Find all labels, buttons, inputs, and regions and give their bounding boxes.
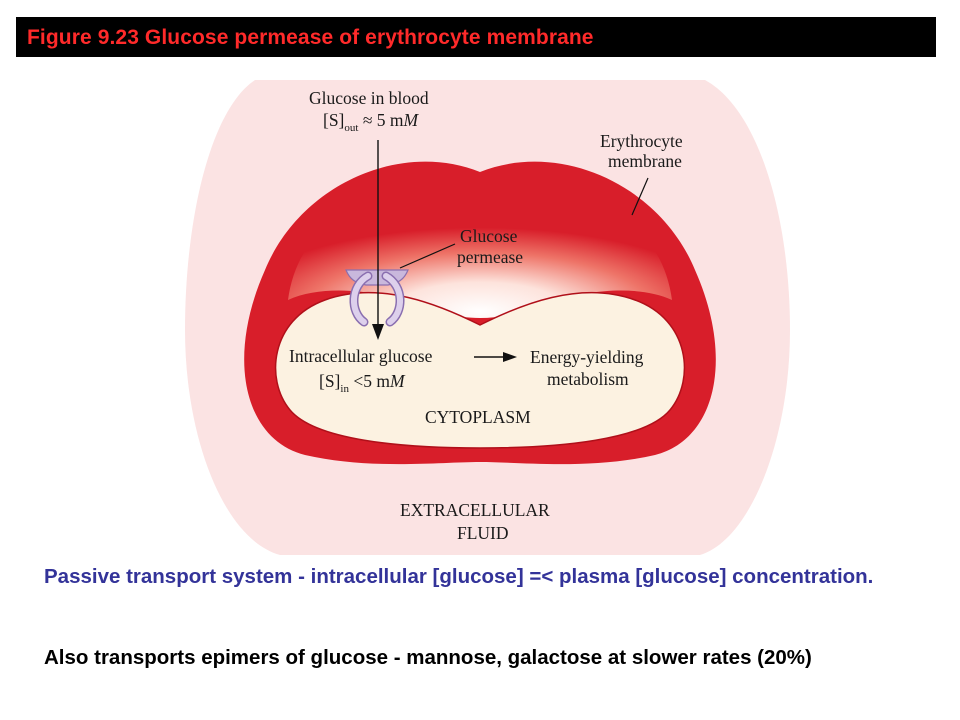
label-s-in: [S]in <5 mM <box>319 371 406 395</box>
label-glucose-in-blood: Glucose in blood <box>309 88 429 108</box>
label-intracellular-glucose: Intracellular glucose <box>289 346 433 366</box>
permease-leader-line <box>399 243 456 269</box>
title-bar: Figure 9.23 Glucose permease of erythroc… <box>16 17 936 57</box>
label-s-out: [S]out ≈ 5 mM <box>323 110 420 134</box>
label-cytoplasm: CYTOPLASM <box>425 407 531 427</box>
figure-title: Figure 9.23 Glucose permease of erythroc… <box>27 26 594 49</box>
label-permease: permease <box>457 247 523 267</box>
caption-passive-transport: Passive transport system - intracellular… <box>44 565 874 588</box>
membrane-top-surface <box>288 188 672 318</box>
label-erythrocyte: Erythrocyte <box>600 131 683 151</box>
membrane-leader-line <box>631 177 649 216</box>
glucose-entry-arrowhead <box>372 324 384 340</box>
label-metabolism: metabolism <box>547 369 629 389</box>
metabolism-arrowhead <box>503 352 517 362</box>
label-energy-yielding: Energy-yielding <box>530 347 644 367</box>
caption-epimers: Also transports epimers of glucose - man… <box>44 646 812 669</box>
label-glucose: Glucose <box>460 226 518 246</box>
label-extracellular: EXTRACELLULAR <box>400 500 550 520</box>
label-fluid: FLUID <box>457 523 509 543</box>
label-membrane-line2: membrane <box>608 151 682 171</box>
glucose-permease-icon <box>345 269 409 327</box>
